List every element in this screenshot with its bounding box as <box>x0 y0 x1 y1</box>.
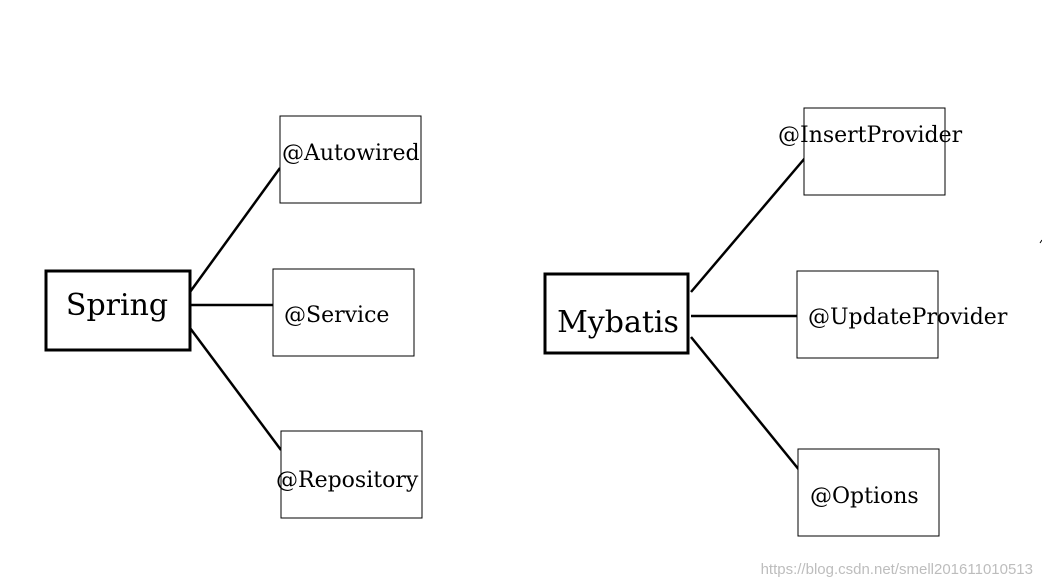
child-node-repository: @Repository <box>276 430 423 519</box>
child-box-insertprovider <box>803 107 946 196</box>
child-label-service: @Service <box>284 303 389 328</box>
spring-group: Spring @Autowired @Service @Repository <box>44 115 423 519</box>
root-node-mybatis: Mybatis <box>543 272 690 355</box>
child-label-autowired: @Autowired <box>282 141 420 166</box>
watermark-text: https://blog.csdn.net/smell201611010513 <box>761 561 1033 578</box>
child-box-options <box>797 448 940 537</box>
root-box-mybatis <box>543 272 690 355</box>
child-node-autowired: @Autowired <box>279 115 422 204</box>
connector-spring-repository <box>188 327 283 451</box>
child-label-repository: @Repository <box>276 468 419 493</box>
child-node-insertprovider: @InsertProvider <box>778 107 963 196</box>
connector-mybatis-insertprovider <box>690 157 806 293</box>
root-label-mybatis: Mybatis <box>557 305 679 340</box>
root-box-spring <box>44 269 192 352</box>
child-label-updateprovider: @UpdateProvider <box>808 305 1008 330</box>
connector-mybatis-options <box>690 336 801 472</box>
child-node-options: @Options <box>797 448 940 537</box>
child-node-updateprovider: @UpdateProvider <box>796 270 1008 359</box>
child-node-service: @Service <box>272 268 415 357</box>
child-box-autowired <box>279 115 422 204</box>
child-label-options: @Options <box>810 484 919 509</box>
root-label-spring: Spring <box>66 288 168 323</box>
connector-spring-autowired <box>188 167 282 293</box>
mybatis-group: Mybatis @InsertProvider @UpdateProvider … <box>543 107 1008 537</box>
child-label-insertprovider: @InsertProvider <box>778 123 963 148</box>
child-box-service <box>272 268 415 357</box>
child-box-updateprovider <box>796 270 939 359</box>
root-node-spring: Spring <box>44 269 192 352</box>
child-box-repository <box>280 430 423 519</box>
